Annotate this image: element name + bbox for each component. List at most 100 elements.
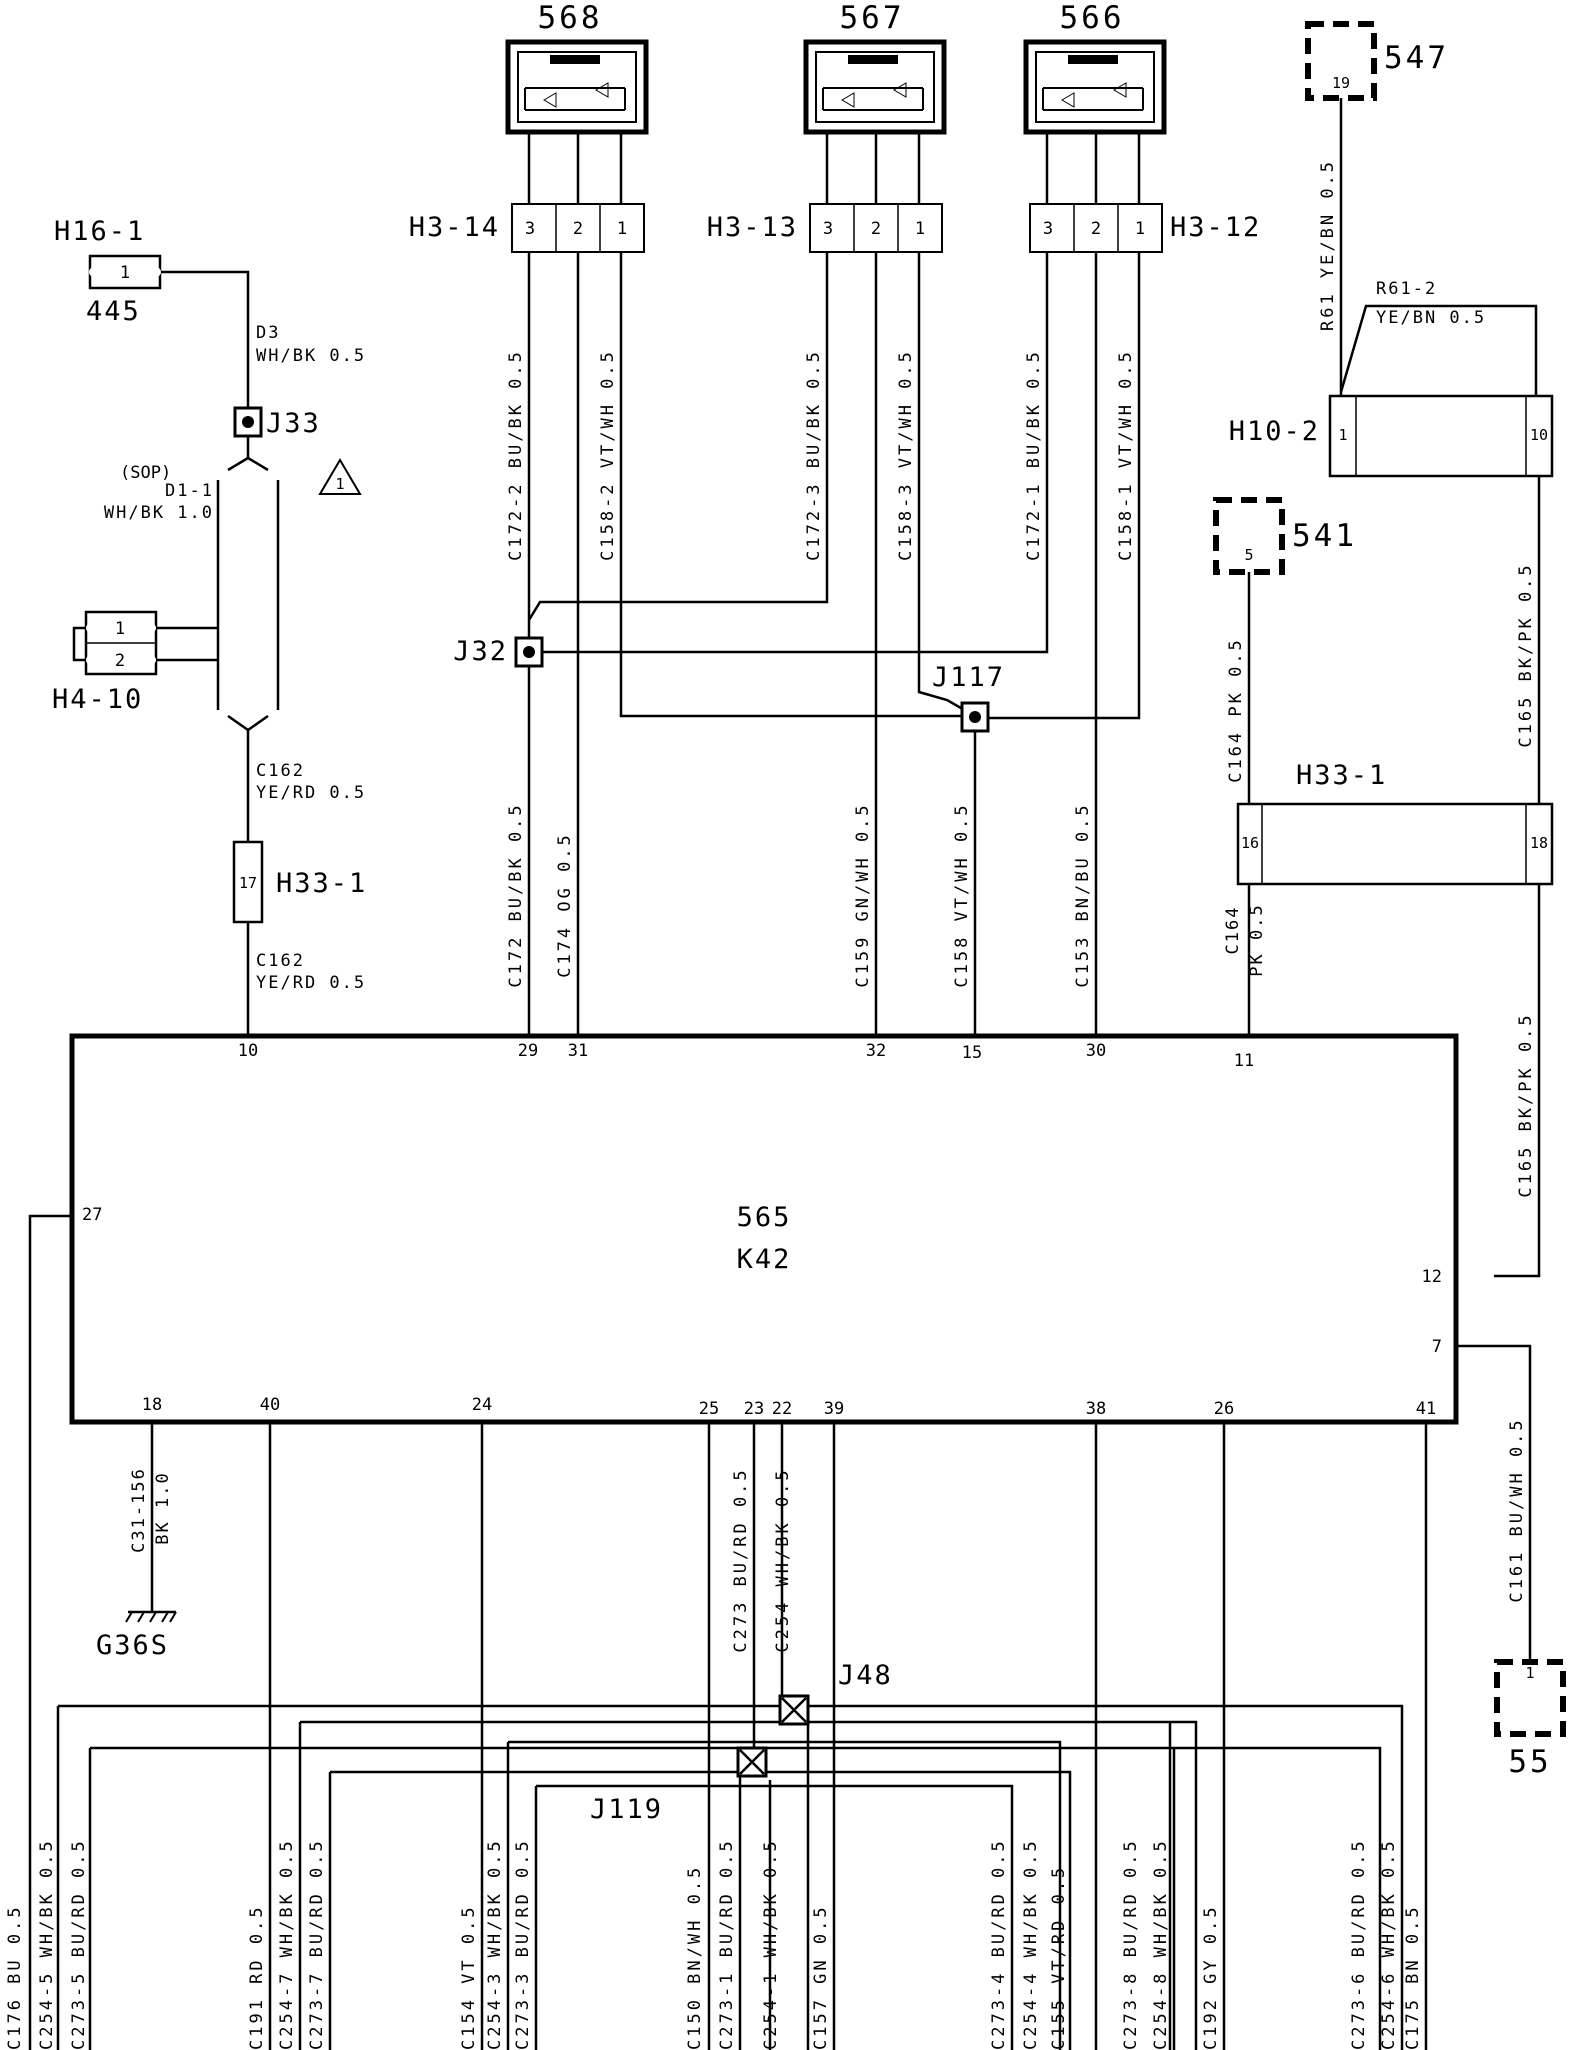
module-565[interactable]: 565 K42 10 29 31 32 15 30 11 27 12 7 18 …: [69, 1033, 1459, 1425]
module-pin: 38: [1086, 1399, 1106, 1419]
wire-c158-1: [975, 252, 1141, 720]
component-566[interactable]: 566: [1023, 0, 1167, 135]
module-number: 565: [737, 1202, 792, 1233]
module-pin: 41: [1416, 1399, 1436, 1419]
module-pin: 27: [82, 1205, 102, 1225]
module-pin: 7: [1432, 1337, 1442, 1357]
connector-h33-1-right[interactable]: H33-1 16 18: [1236, 760, 1554, 886]
connector-h3-14-label: H3-14: [409, 212, 500, 243]
component-567[interactable]: 567: [803, 0, 947, 135]
pin-label: 3: [1043, 219, 1053, 239]
connector-h33-1-right-label: H33-1: [1296, 760, 1387, 791]
wire-label: D3: [256, 323, 280, 343]
wire-r61-2: [1339, 304, 1538, 400]
wire-label: C176 BU 0.5: [5, 1904, 25, 2050]
wire-c172-1: [529, 252, 1049, 654]
pin-label: 1: [1525, 1664, 1534, 1682]
connector-h10-2[interactable]: 1 10 H10-2: [1229, 394, 1554, 478]
connector-h16-1-label: H16-1: [54, 216, 145, 247]
connector-h3-12-label: H3-12: [1170, 212, 1261, 243]
wire-label: C164 PK 0.5: [1226, 637, 1246, 783]
connector-h33-1-left[interactable]: 17 H33-1: [232, 840, 367, 924]
pin-label: 16: [1241, 834, 1259, 852]
wire-label: C157 GN 0.5: [811, 1904, 831, 2050]
wire-label: C162: [256, 951, 305, 971]
wire-label: C254-5 WH/BK 0.5: [37, 1838, 57, 2050]
junction-j117[interactable]: J117: [932, 662, 1005, 733]
revision-triangle: 1: [318, 458, 362, 495]
wire-label: C273-3 BU/RD 0.5: [513, 1838, 533, 2050]
connector-h3-13[interactable]: H3-13 3 2 1: [707, 203, 943, 253]
component-541[interactable]: 5 541: [1213, 497, 1357, 575]
module-pin: 15: [962, 1043, 982, 1063]
component-547[interactable]: 19 547: [1305, 21, 1449, 101]
module-code: K42: [737, 1244, 792, 1275]
wire-label: C159 GN/WH 0.5: [853, 802, 873, 987]
sop-note: (SOP): [120, 463, 171, 483]
wire-label: C172-2 BU/BK 0.5: [506, 349, 526, 561]
wire-label: C254-6 WH/BK 0.5: [1379, 1838, 1399, 2050]
junction-j48[interactable]: J48: [778, 1660, 893, 1726]
wire-label: C158-2 VT/WH 0.5: [598, 349, 618, 561]
junction-j32[interactable]: J32: [453, 636, 544, 668]
ground-label: G36S: [96, 1630, 169, 1661]
junction-j32-label: J32: [453, 636, 508, 667]
wire-label: C174 OG 0.5: [555, 832, 575, 978]
pin-label: 18: [1530, 834, 1548, 852]
wire-label: C273-8 BU/RD 0.5: [1121, 1838, 1141, 2050]
wire-label: C254 WH/BK 0.5: [773, 1467, 793, 1652]
component-55-label: 55: [1508, 1744, 1551, 1780]
pin-label: 2: [871, 219, 881, 239]
wire-label: C161 BU/WH 0.5: [1507, 1417, 1527, 1602]
connector-h4-10[interactable]: 1 2 H4-10: [52, 610, 158, 715]
connector-h3-12[interactable]: 3 2 1 H3-12: [1029, 203, 1261, 253]
module-pin: 18: [142, 1395, 162, 1415]
connector-h4-10-label: H4-10: [52, 684, 143, 715]
connector-h3-14[interactable]: H3-14 3 2 1: [409, 203, 645, 253]
pin-label: 3: [823, 219, 833, 239]
pin-label: 5: [1244, 546, 1253, 564]
wire-label: C172-3 BU/BK 0.5: [804, 349, 824, 561]
junction-j119[interactable]: J119: [590, 1746, 768, 1825]
wire-label: D1-1: [165, 481, 214, 501]
junction-j119-label: J119: [590, 1794, 663, 1825]
junction-j117-label: J117: [932, 662, 1005, 693]
module-pin: 12: [1422, 1267, 1442, 1287]
wire-c172-3: [527, 252, 829, 621]
wire-label: C254-8 WH/BK 0.5: [1151, 1838, 1171, 2050]
pin-label: 2: [573, 219, 583, 239]
bottom-wire-labels: C176 BU 0.5 C254-5 WH/BK 0.5 C273-5 BU/R…: [5, 1838, 1423, 2050]
junction-j33[interactable]: J33: [233, 406, 321, 439]
wire-label: C254-3 WH/BK 0.5: [485, 1838, 505, 2050]
module-pin: 23: [744, 1399, 764, 1419]
module-pin: 24: [472, 1395, 492, 1415]
connector-h3-13-label: H3-13: [707, 212, 798, 243]
pin-label: 1: [115, 619, 125, 639]
junction-j48-label: J48: [838, 1660, 893, 1691]
module-pin: 31: [568, 1041, 588, 1061]
module-pin: 39: [824, 1399, 844, 1419]
wire-label: C254-7 WH/BK 0.5: [277, 1838, 297, 2050]
wire-label: C191 RD 0.5: [247, 1904, 267, 2050]
pin-label: 17: [239, 874, 257, 892]
module-pin: 32: [866, 1041, 886, 1061]
connector-h16-1[interactable]: H16-1 1 445: [54, 216, 162, 327]
pin-label: 1: [120, 263, 130, 283]
wire-label: C154 VT 0.5: [459, 1904, 479, 2050]
wire-c158-2: [619, 252, 975, 718]
wire-label: WH/BK 1.0: [104, 503, 214, 523]
wire-label: C165 BK/PK 0.5: [1516, 562, 1536, 747]
pin-label: 1: [1135, 219, 1145, 239]
wire-label: C273-6 BU/RD 0.5: [1349, 1838, 1369, 2050]
wire-label: C175 BN 0.5: [1403, 1904, 1423, 2050]
wire-label: YE/RD 0.5: [256, 783, 366, 803]
component-568[interactable]: 568: [505, 0, 649, 135]
wire-label: C254-4 WH/BK 0.5: [1021, 1838, 1041, 2050]
triangle-note: 1: [335, 475, 344, 493]
pin-label: 19: [1332, 74, 1350, 92]
wire-c158-3: [917, 252, 977, 1036]
pin-label: 1: [915, 219, 925, 239]
component-55[interactable]: 1 55: [1494, 1659, 1566, 1780]
pin-label: 10: [1530, 426, 1548, 444]
component-445-label: 445: [86, 296, 141, 327]
